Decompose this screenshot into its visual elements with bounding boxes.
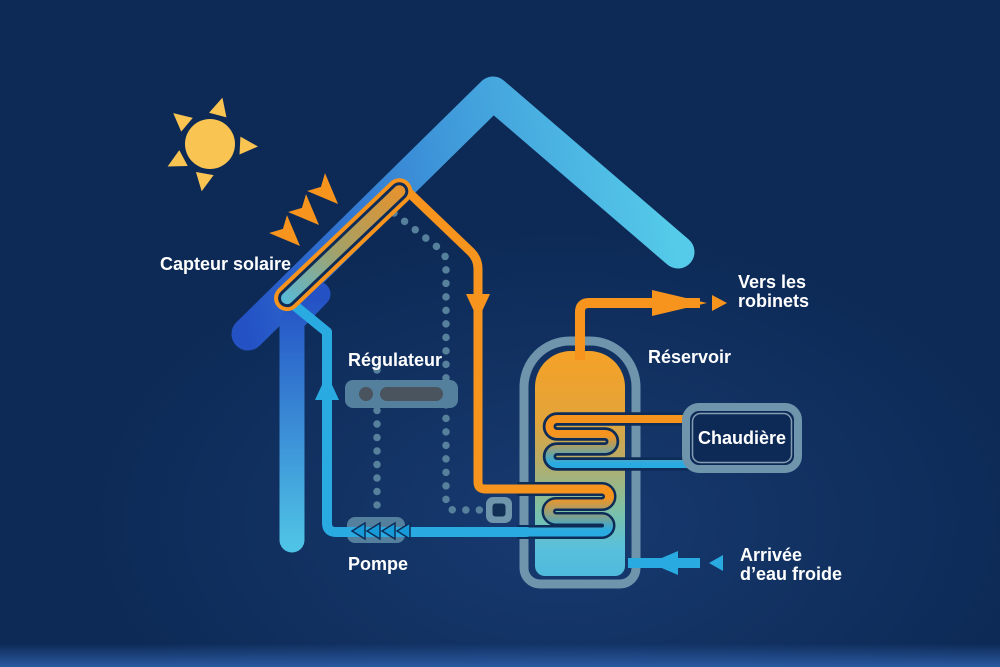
sunlight-arrows-icon [269, 173, 339, 247]
label-capteur-solaire: Capteur solaire [160, 254, 291, 274]
solar-collector-panel [274, 178, 413, 312]
flow-arrow-down-icon [466, 294, 490, 320]
label-reservoir: Réservoir [648, 347, 731, 367]
house-wall [279, 281, 331, 553]
cold-water-inlet-pipe [628, 551, 723, 575]
solar-return-pipe [284, 296, 532, 537]
label-chaudiere: Chaudière [698, 428, 786, 448]
regulator-indicator-icon [359, 387, 373, 401]
label-arrivee-line2: d’eau froide [740, 564, 842, 584]
pump-flow-chevrons-icon [350, 521, 411, 541]
regulator-body [345, 380, 458, 408]
lower-coil-outline [517, 482, 617, 539]
hot-water-outlet-arrow-icon [652, 290, 707, 316]
tank-outline [519, 336, 641, 589]
label-vers-les-robinets-line2: robinets [738, 291, 809, 311]
label-arrivee-line1: Arrivée [740, 545, 802, 565]
hot-water-outlet-tip-icon [712, 295, 727, 311]
boiler-body [682, 403, 802, 473]
label-pompe: Pompe [348, 554, 408, 574]
cold-water-inlet-tip-icon [709, 555, 723, 571]
label-vers-les-robinets-line1: Vers les [738, 272, 806, 292]
regulator-display-icon [380, 387, 443, 401]
hot-water-outlet-pipe [575, 290, 727, 360]
sun-icon [167, 97, 258, 192]
tank-sensor [486, 497, 512, 523]
flow-arrow-up-icon [315, 374, 339, 400]
boiler-coil-pipe [545, 415, 690, 468]
solar-hot-pipe [397, 181, 614, 537]
cold-water-inlet-arrow-icon [650, 551, 678, 575]
label-regulateur: Régulateur [348, 350, 442, 370]
